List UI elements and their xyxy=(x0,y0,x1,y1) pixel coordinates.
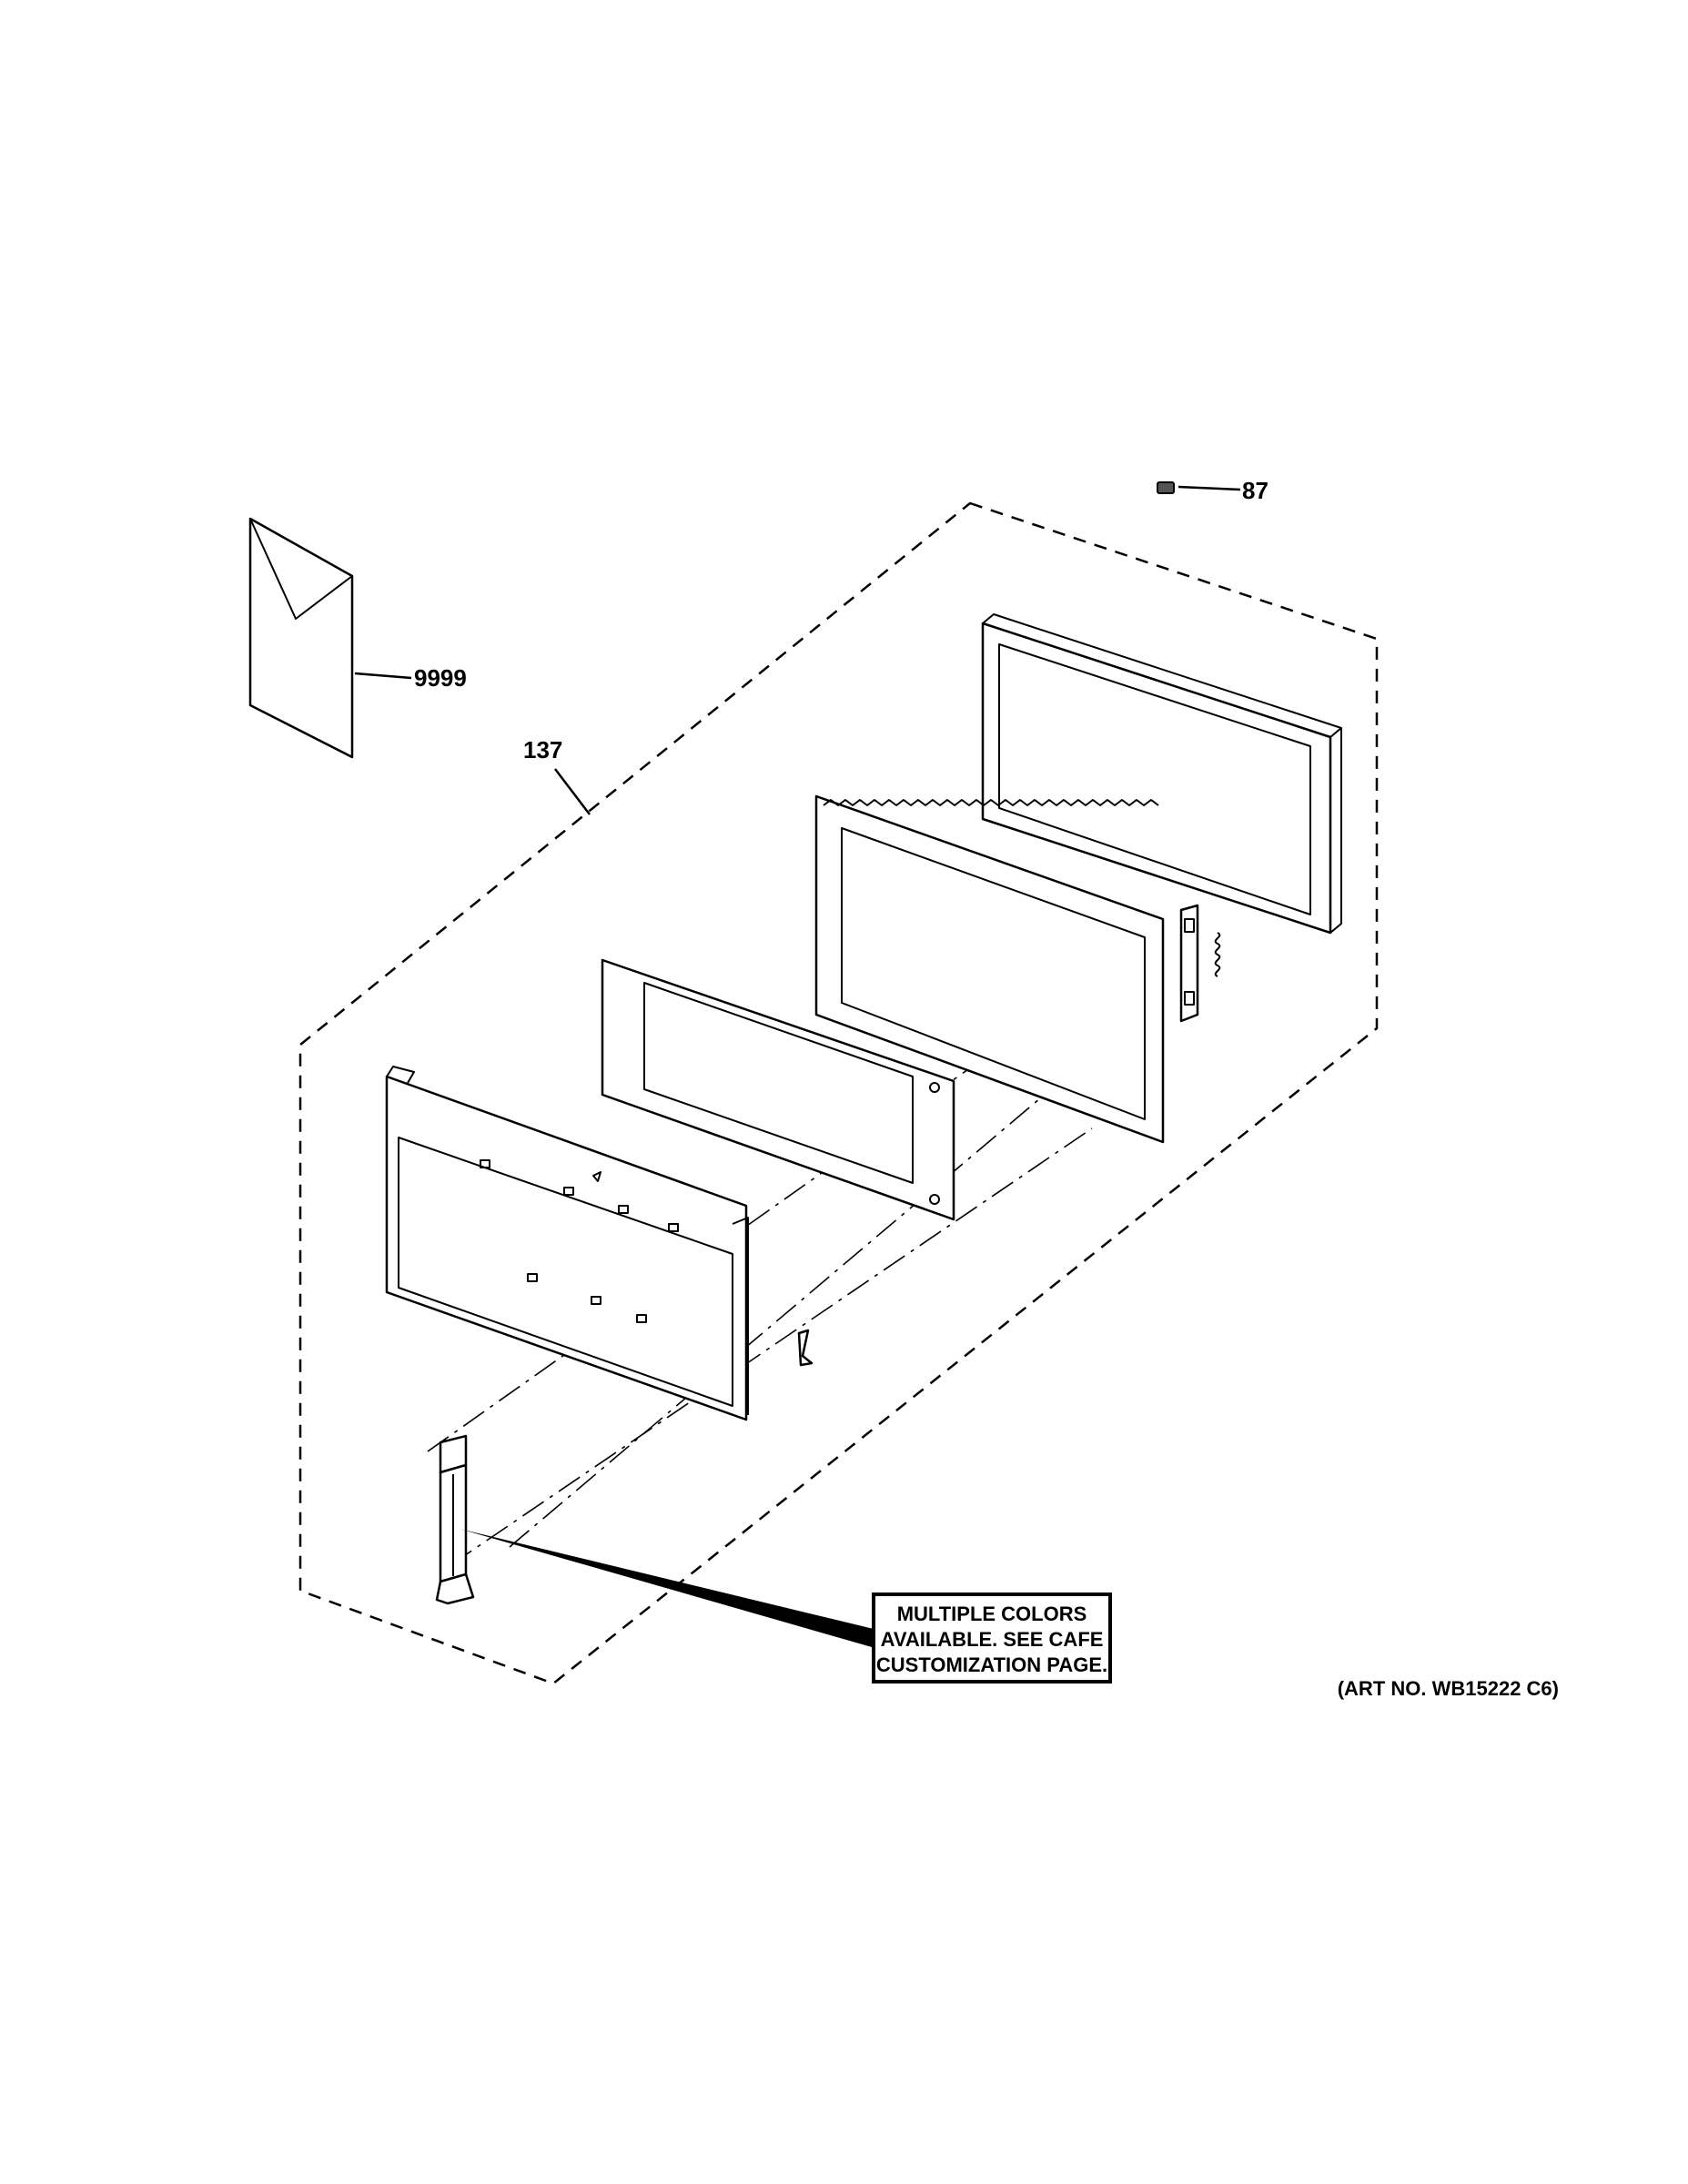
small-clip-part xyxy=(1157,481,1175,494)
leader-87 xyxy=(1178,485,1241,491)
note-line-3: CUSTOMIZATION PAGE. xyxy=(876,1653,1107,1676)
latch-spring xyxy=(1214,932,1221,977)
rear-door-frame xyxy=(981,613,1342,935)
door-handle xyxy=(435,1434,475,1605)
door-glass-panel xyxy=(601,958,955,1221)
callout-87: 87 xyxy=(1242,477,1269,504)
literature-envelope xyxy=(248,517,354,759)
callout-137: 137 xyxy=(523,736,562,763)
note-line-2: AVAILABLE. SEE CAFE xyxy=(881,1628,1104,1651)
note-pointer xyxy=(460,1529,874,1647)
leader-9999 xyxy=(354,672,412,680)
callout-9999: 9999 xyxy=(414,664,467,692)
color-options-note: MULTIPLE COLORS AVAILABLE. SEE CAFE CUST… xyxy=(872,1592,1112,1684)
note-line-1: MULTIPLE COLORS xyxy=(897,1603,1087,1625)
outer-door-panel xyxy=(385,1066,749,1421)
art-number: (ART NO. WB15222 C6) xyxy=(1338,1677,1559,1700)
latch-bracket xyxy=(1179,904,1199,1023)
door-choke-frame xyxy=(814,794,1165,1144)
leader-137 xyxy=(554,768,591,815)
hinge-clip xyxy=(797,1329,814,1367)
